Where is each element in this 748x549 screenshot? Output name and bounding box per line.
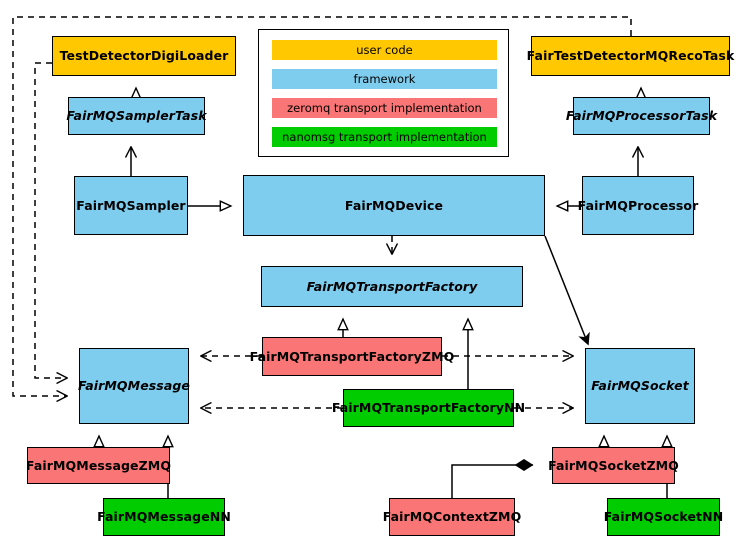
class-box-label: FairMQMessage bbox=[78, 378, 191, 394]
edge-device-to-socket bbox=[544, 235, 588, 344]
class-box-label: FairMQSamplerTask bbox=[66, 108, 207, 124]
class-box-label: FairMQMessageNN bbox=[97, 509, 231, 525]
class-box-label: FairMQTransportFactoryZMQ bbox=[249, 348, 455, 364]
class-box-label: FairTestDetectorMQRecoTask bbox=[526, 48, 735, 64]
class-box-TestDetectorDigiLoader[interactable]: TestDetectorDigiLoader bbox=[52, 36, 236, 76]
class-box-FairMQTransportFactoryZMQ[interactable]: FairMQTransportFactoryZMQ bbox=[250, 337, 454, 376]
class-box-label: TestDetectorDigiLoader bbox=[59, 48, 229, 64]
class-box-FairTestDetectorMQRecoTask[interactable]: FairTestDetectorMQRecoTask bbox=[527, 36, 734, 76]
legend-box: user code framework zeromq transport imp… bbox=[258, 29, 509, 157]
class-box-label: FairMQDevice bbox=[344, 197, 444, 213]
legend-item-zeromq: zeromq transport implementation bbox=[272, 98, 497, 118]
legend-label-framework: framework bbox=[353, 72, 416, 86]
class-box-FairMQSocketNN[interactable]: FairMQSocketNN bbox=[604, 498, 723, 536]
class-box-FairMQContextZMQ[interactable]: FairMQContextZMQ bbox=[383, 498, 521, 536]
class-box-label: FairMQSampler bbox=[76, 197, 186, 213]
legend-label-nanomsg: nanomsg transport implementation bbox=[282, 130, 487, 144]
class-box-label: FairMQTransportFactoryNN bbox=[331, 400, 526, 416]
class-box-label: FairMQSocketZMQ bbox=[548, 457, 679, 473]
class-box-label: FairMQSocketNN bbox=[603, 509, 724, 525]
class-box-label: FairMQSocket bbox=[591, 378, 689, 394]
class-box-FairMQMessageZMQ[interactable]: FairMQMessageZMQ bbox=[25, 447, 172, 484]
legend-label-zeromq: zeromq transport implementation bbox=[287, 101, 482, 115]
class-box-label: FairMQProcessorTask bbox=[565, 108, 718, 124]
edge-contextzmq-to-socketzmq bbox=[451, 459, 534, 498]
legend-item-user-code: user code bbox=[272, 40, 497, 60]
class-box-label: FairMQTransportFactory bbox=[306, 278, 478, 294]
legend-label-user-code: user code bbox=[356, 43, 413, 57]
class-box-FairMQSocket[interactable]: FairMQSocket bbox=[585, 348, 695, 424]
class-box-FairMQSampler[interactable]: FairMQSampler bbox=[74, 176, 188, 235]
legend-item-nanomsg: nanomsg transport implementation bbox=[272, 127, 497, 147]
class-box-FairMQDevice[interactable]: FairMQDevice bbox=[243, 175, 545, 236]
class-box-FairMQMessageNN[interactable]: FairMQMessageNN bbox=[97, 498, 231, 536]
class-box-label: FairMQProcessor bbox=[577, 197, 699, 213]
edge-recotask-to-message bbox=[12, 16, 632, 402]
class-box-label: FairMQMessageZMQ bbox=[25, 457, 172, 473]
class-box-FairMQTransportFactory[interactable]: FairMQTransportFactory bbox=[261, 266, 523, 307]
class-box-FairMQProcessorTask[interactable]: FairMQProcessorTask bbox=[566, 97, 717, 135]
class-box-FairMQMessage[interactable]: FairMQMessage bbox=[78, 348, 191, 424]
class-box-FairMQSocketZMQ[interactable]: FairMQSocketZMQ bbox=[548, 447, 679, 484]
edge-digiloader-to-message bbox=[34, 62, 68, 384]
class-box-FairMQSamplerTask[interactable]: FairMQSamplerTask bbox=[66, 97, 207, 135]
class-box-label: FairMQContextZMQ bbox=[382, 509, 522, 525]
class-box-FairMQTransportFactoryNN[interactable]: FairMQTransportFactoryNN bbox=[332, 389, 525, 427]
legend-item-framework: framework bbox=[272, 69, 497, 89]
class-box-FairMQProcessor[interactable]: FairMQProcessor bbox=[578, 176, 698, 235]
